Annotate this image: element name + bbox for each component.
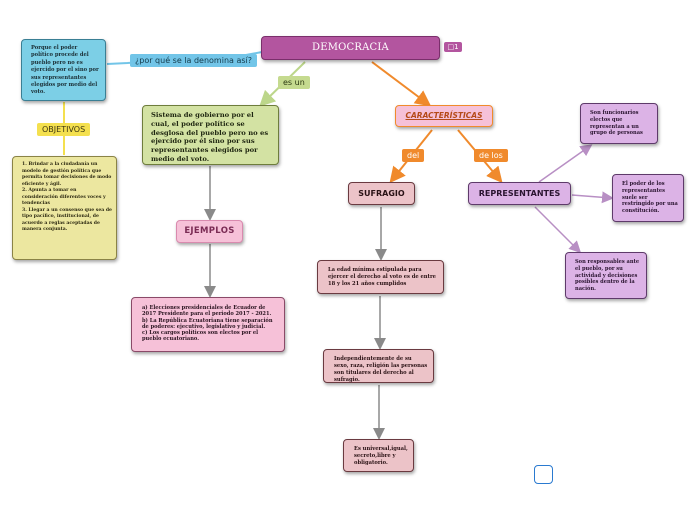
- objetivo-item-1: 1. Brindar a la ciudadanía un modelo de …: [22, 162, 112, 187]
- ejemplos-title: EJEMPLOS: [184, 226, 235, 236]
- label-es-un: es un: [278, 76, 310, 89]
- sufragio-child-1[interactable]: La edad mínima estipulada para ejercer e…: [317, 260, 444, 294]
- sufragio-child-2-text: Independientemente de su sexo, raza, rel…: [334, 356, 428, 383]
- definicion-node[interactable]: Sistema de gobierno por el cual, el pode…: [142, 105, 279, 165]
- root-node[interactable]: DEMOCRACIA REPRESENTATIVA: [261, 36, 440, 60]
- label-del: del: [402, 149, 425, 162]
- sufragio-child-1-text: La edad mínima estipulada para ejercer e…: [328, 267, 436, 287]
- label-objetivos: OBJETIVOS: [37, 123, 91, 136]
- empty-node[interactable]: [534, 465, 553, 484]
- representantes-child-1[interactable]: Son funcionarios electos que representan…: [580, 103, 658, 144]
- ejemplos-node[interactable]: EJEMPLOS: [176, 220, 243, 243]
- definicion-text: Sistema de gobierno por el cual, el pode…: [151, 111, 269, 163]
- objetivo-item-3: 3. Llegar a un consenso que sea de tipo …: [22, 207, 112, 233]
- ejemplo-item-a: a) Elecciones presidenciales de Ecuador …: [142, 305, 272, 318]
- sufragio-child-2[interactable]: Independientemente de su sexo, raza, rel…: [323, 349, 434, 383]
- sufragio-title: SUFRAGIO: [358, 189, 405, 198]
- sufragio-child-3[interactable]: Es universal,igual, secreto,libre y obli…: [343, 439, 414, 472]
- caracteristicas-title: CARACTERÍSTICAS: [405, 111, 483, 120]
- representantes-title: REPRESENTANTES: [478, 189, 561, 198]
- representantes-child-1-text: Son funcionarios electos que representan…: [590, 110, 643, 137]
- label-porque: ¿por qué se la denomina así?: [130, 54, 257, 67]
- caracteristicas-node[interactable]: CARACTERÍSTICAS: [395, 105, 493, 127]
- sufragio-node[interactable]: SUFRAGIO: [348, 182, 415, 205]
- comment-count: 1: [454, 43, 459, 51]
- ejemplos-list-node[interactable]: a) Elecciones presidenciales de Ecuador …: [131, 297, 285, 352]
- representantes-child-2[interactable]: El poder de los representantes suele ser…: [612, 174, 684, 222]
- representantes-node[interactable]: REPRESENTANTES: [468, 182, 571, 205]
- root-title: DEMOCRACIA REPRESENTATIVA: [312, 42, 389, 53]
- ejemplo-item-b: b) La República Ecuatoriana tiene separa…: [142, 317, 273, 330]
- sufragio-child-3-text: Es universal,igual, secreto,libre y obli…: [354, 446, 408, 466]
- porque-text: Porque el poder político procede del pue…: [31, 45, 99, 96]
- ejemplo-item-c: c) Los cargos políticos son electos por …: [142, 330, 259, 343]
- comment-badge[interactable]: □1: [444, 42, 462, 52]
- objetivos-node[interactable]: 1. Brindar a la ciudadanía un modelo de …: [12, 156, 117, 260]
- representantes-child-3-text: Son responsables ante el pueblo, por su …: [575, 259, 640, 293]
- representantes-child-2-text: El poder de los representantes suele ser…: [622, 181, 678, 215]
- porque-node[interactable]: Porque el poder político procede del pue…: [21, 39, 106, 101]
- comment-icon: □: [447, 43, 455, 51]
- label-de-los: de los: [474, 149, 508, 162]
- representantes-child-3[interactable]: Son responsables ante el pueblo, por su …: [565, 252, 647, 299]
- objetivo-item-2: 2. Apunta a tomar en consideración difer…: [22, 188, 106, 206]
